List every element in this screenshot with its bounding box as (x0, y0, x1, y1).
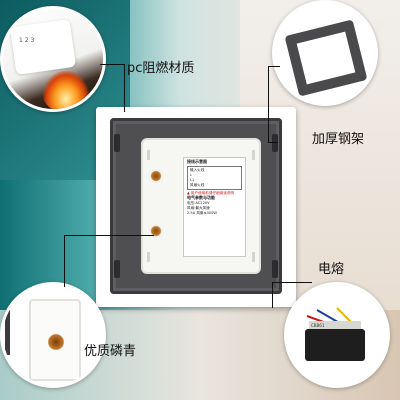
params-heading: 电气参数与功能 (187, 194, 215, 200)
wiring-line: 风扇火线 (190, 182, 205, 187)
module-grip (147, 252, 150, 262)
param-line: 电压:AC220V (187, 200, 210, 205)
terminal-screw (149, 224, 163, 238)
flame-icon (43, 71, 89, 109)
wiring-diagram-box: 输入火线 L L1 风扇火线 (187, 165, 242, 190)
wiring-label-heading: 接线示意图 (187, 159, 207, 164)
callout-line (64, 235, 65, 287)
steel-frame-image (284, 19, 368, 97)
module-grip (147, 150, 150, 160)
wiring-warning: ▲ 用户使用前请仔细阅读说明 (187, 190, 235, 195)
caption-thick-frame: 加厚钢架 (312, 132, 365, 147)
callout-line (64, 235, 154, 236)
callout-line (268, 66, 280, 67)
copper-contact (48, 333, 64, 351)
fuse-photo: CBB61 (284, 282, 390, 388)
terminal-screw (149, 169, 163, 183)
frame-slot (272, 260, 278, 278)
caption-fuse: 电熔 (318, 262, 345, 277)
caption-copper: 优质磷青 (84, 344, 137, 359)
param-line: 2.5A 风扇≤300W (187, 210, 217, 215)
callout-line (272, 282, 273, 308)
callout-line (124, 64, 125, 112)
copper-photo (0, 282, 106, 388)
callout-line (268, 142, 278, 143)
param-line: 风扇:最大风速 (187, 205, 210, 210)
callout-line (268, 66, 269, 142)
frame-slot (272, 134, 278, 152)
frame-edge (5, 291, 10, 355)
wiring-line: L (190, 172, 193, 177)
module-grip (252, 252, 255, 262)
wiring-line: 输入火线 (190, 167, 205, 172)
fuse-label: CBB61 (309, 321, 361, 331)
module-grip (252, 150, 255, 160)
wiring-label-card: 接线示意图 输入火线 L L1 风扇火线 ▲ 用户使用前请仔细阅读说明 电气参数… (183, 157, 246, 257)
callout-line (272, 282, 312, 283)
terminal-socket (29, 299, 81, 381)
fuse-body (305, 329, 365, 361)
frame-slot (114, 260, 120, 278)
pc-material-photo: 1 2 3 (0, 6, 106, 112)
pc-dial-marks: 1 2 3 (19, 37, 35, 44)
frame-slot (114, 134, 120, 152)
callout-line (100, 64, 124, 65)
wiring-line: L1 (190, 177, 195, 182)
thick-frame-photo (272, 0, 378, 106)
caption-pc-material: pc阻燃材质 (127, 61, 195, 76)
